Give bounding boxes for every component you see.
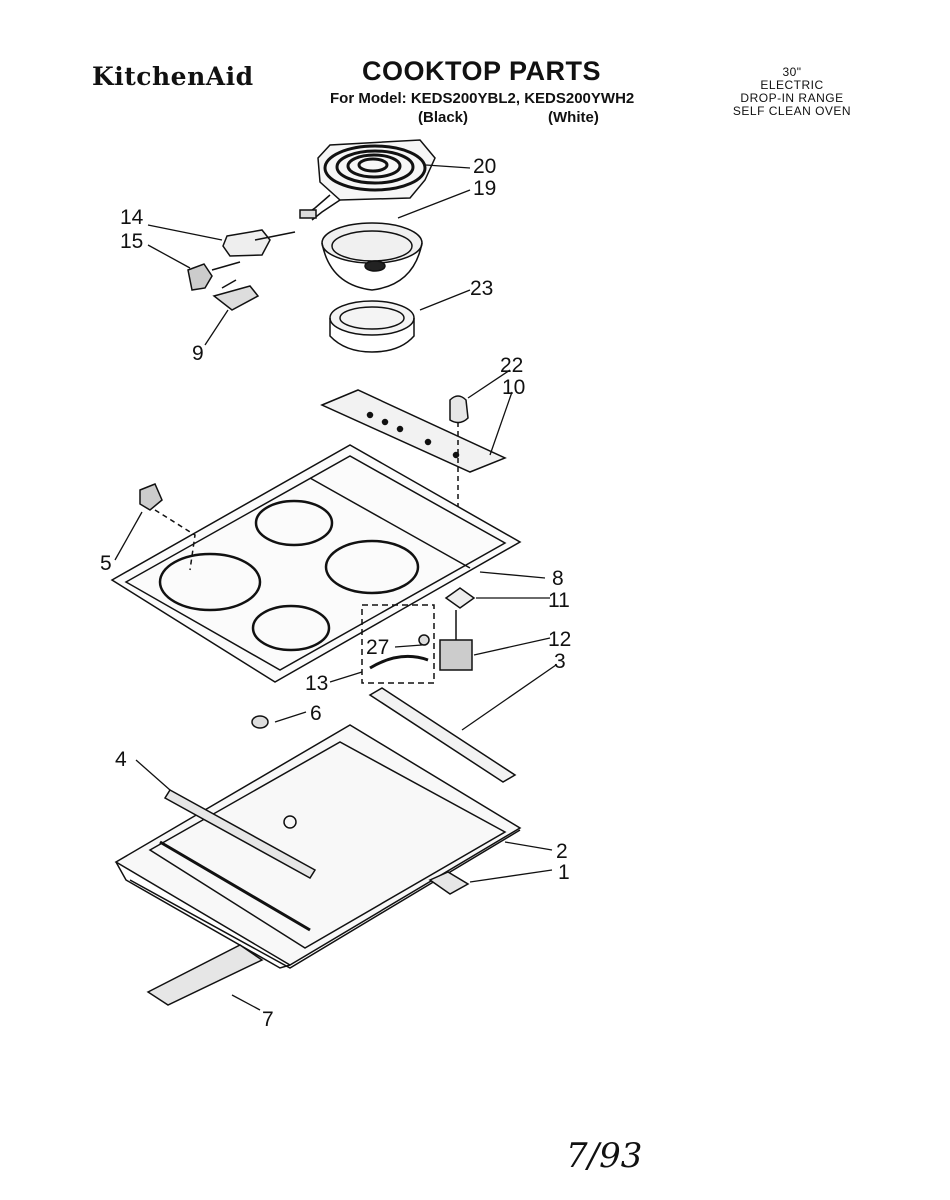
wiring-harness-group bbox=[361, 604, 435, 684]
part-number-labels: 20 19 14 15 23 9 22 10 5 8 11 12 27 3 13… bbox=[100, 155, 571, 1031]
desc-oven: SELF CLEAN OVEN bbox=[732, 104, 852, 118]
label-23: 23 bbox=[470, 277, 493, 300]
burner-box bbox=[114, 724, 522, 969]
control-panel-strip bbox=[320, 389, 507, 473]
label-13: 13 bbox=[305, 672, 328, 695]
label-7: 7 bbox=[262, 1008, 274, 1031]
cross-bracket bbox=[163, 789, 317, 879]
element-receptacle bbox=[187, 261, 241, 291]
label-9: 9 bbox=[192, 342, 204, 365]
color-black-label: (Black) bbox=[418, 109, 469, 126]
label-1: 1 bbox=[558, 861, 570, 884]
desc-size: 30" bbox=[782, 65, 802, 79]
receptacle-bracket bbox=[222, 229, 296, 257]
product-description: 30" ELECTRIC DROP-IN RANGE SELF CLEAN OV… bbox=[722, 66, 862, 118]
mounting-bracket bbox=[428, 871, 470, 895]
terminal-block bbox=[212, 279, 260, 311]
label-22: 22 bbox=[500, 354, 523, 377]
switch-gasket bbox=[444, 587, 476, 609]
label-14: 14 bbox=[120, 206, 144, 229]
desc-type: ELECTRIC bbox=[760, 78, 824, 92]
cooktop-panel bbox=[110, 444, 522, 683]
drip-pan bbox=[321, 222, 423, 291]
revision-date: 7/93 bbox=[566, 1136, 643, 1176]
leader-lines bbox=[114, 164, 557, 1011]
brand-logo: KitchenAid bbox=[92, 62, 254, 91]
label-8: 8 bbox=[552, 567, 564, 590]
model-numbers: For Model: KEDS200YBL2, KEDS200YWH2 bbox=[330, 90, 635, 107]
label-5: 5 bbox=[100, 552, 112, 575]
label-11: 11 bbox=[548, 589, 570, 612]
label-4: 4 bbox=[115, 748, 127, 771]
label-15: 15 bbox=[120, 230, 143, 253]
desc-range: DROP-IN RANGE bbox=[740, 91, 844, 105]
lower-bracket bbox=[146, 944, 264, 1006]
page-title: COOKTOP PARTS bbox=[362, 56, 602, 86]
trim-ring bbox=[329, 300, 415, 353]
label-10: 10 bbox=[502, 376, 525, 399]
panel-clip bbox=[139, 483, 163, 511]
label-12: 12 bbox=[548, 628, 571, 651]
label-3: 3 bbox=[554, 650, 566, 673]
label-6: 6 bbox=[310, 702, 322, 725]
grommet bbox=[251, 715, 269, 729]
label-27: 27 bbox=[366, 636, 389, 659]
label-2: 2 bbox=[556, 840, 568, 863]
label-20: 20 bbox=[473, 155, 496, 178]
side-bracket-rail bbox=[368, 687, 517, 783]
infinite-switch bbox=[439, 610, 473, 671]
surface-element-coil bbox=[299, 139, 436, 221]
color-white-label: (White) bbox=[548, 109, 599, 126]
label-19: 19 bbox=[473, 177, 496, 200]
